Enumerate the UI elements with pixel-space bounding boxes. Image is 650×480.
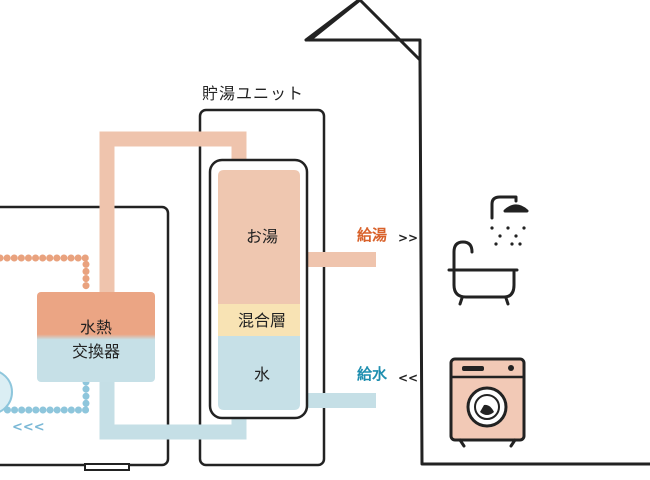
cold-supply-pipe (302, 393, 376, 408)
hot-supply-pipe (302, 252, 376, 267)
refrigerant-line-hot (0, 254, 90, 296)
tank-hot-layer (218, 170, 300, 304)
heat-exchanger-box (37, 292, 155, 382)
cold-supply-arrow: << (398, 371, 419, 385)
bathtub-shower-icon (447, 195, 529, 306)
tank-water-layer (218, 336, 300, 410)
outdoor-fan (0, 371, 13, 413)
outdoor-unit-foot (84, 463, 130, 471)
outdoor-unit-arrow: <<< (12, 420, 45, 435)
hot-water-supply-label: 給湯 (357, 226, 388, 244)
heat-exchanger-label-line2: 交換器 (71, 342, 120, 361)
hot-supply-arrow: >> (398, 231, 419, 245)
tank-mix-layer (218, 304, 300, 336)
house-roof (304, 0, 422, 64)
storage-unit-title: 貯湯ユニット (202, 84, 305, 103)
washing-machine-icon (449, 357, 526, 448)
water-layer-label: 水 (253, 365, 270, 384)
cold-water-supply-label: 給水 (357, 365, 388, 383)
mixed-layer-label: 混合層 (237, 311, 286, 330)
heat-exchanger-label-line1: 水熱 (79, 318, 112, 337)
hot-water-layer-label: お湯 (245, 227, 278, 246)
house-outline (308, 0, 650, 466)
refrigerant-line-cold (1, 378, 90, 414)
